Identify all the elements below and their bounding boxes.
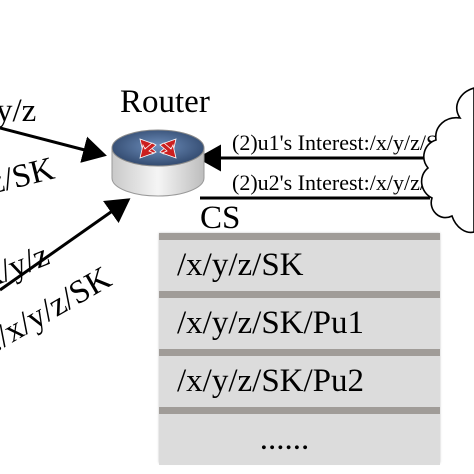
router-icon [111, 129, 205, 197]
cs-entry: /x/y/z/SK/Pu2 [159, 356, 440, 407]
router-label: Router [120, 84, 210, 120]
cloud-icon [420, 87, 474, 234]
cs-entry: /x/y/z/SK/Pu1 [159, 298, 440, 349]
left-label-top-1: y/z [0, 93, 36, 129]
arrow-top-left [0, 126, 107, 163]
cs-entry-text: /x/y/z/SK/Pu2 [177, 363, 365, 399]
cs-entry-text: ...... [259, 421, 310, 457]
left-label-top-2: z/SK [0, 151, 58, 202]
cs-entry: ...... [159, 414, 440, 465]
content-store-table: /x/y/z/SK /x/y/z/SK/Pu1 /x/y/z/SK/Pu2 ..… [159, 233, 440, 465]
cs-entry-text: /x/y/z/SK [177, 247, 304, 283]
cs-entry-text: /x/y/z/SK/Pu1 [177, 305, 365, 341]
interest-label-1: (2)u1's Interest:/x/y/z/SK [232, 130, 454, 155]
left-label-bottom-1: x/y/z [0, 237, 54, 295]
arrow-bottom-left [0, 198, 131, 292]
interest-label-2: (2)u2's Interest:/x/y/z/SK [232, 170, 454, 195]
cs-entry: /x/y/z/SK [159, 240, 440, 291]
cs-label: CS [200, 200, 240, 236]
